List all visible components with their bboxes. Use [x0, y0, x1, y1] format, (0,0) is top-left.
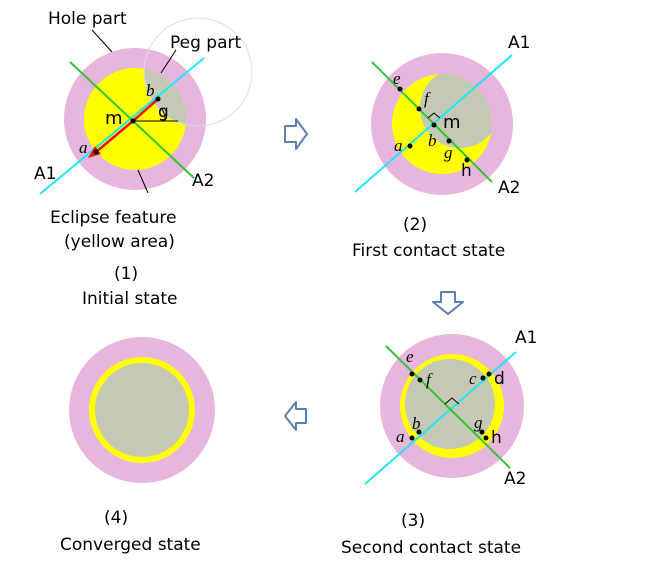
label-a2: A2	[498, 178, 520, 198]
point-a	[93, 149, 99, 155]
peg-part	[144, 68, 186, 126]
panel-first-contact: e f m a b g h A1 A2 (2) First contact st…	[352, 33, 530, 261]
peg-part-label: Peg part	[170, 33, 241, 53]
m-to-b-segment	[132, 98, 159, 122]
point-f	[416, 106, 422, 112]
peg-part	[95, 363, 189, 457]
right-angle-mark	[444, 397, 460, 405]
peg-outline	[143, 17, 253, 127]
label-m: m	[443, 112, 461, 133]
m-to-a-arrow	[95, 120, 134, 153]
label-a1: A1	[508, 33, 530, 53]
peg-part	[405, 359, 495, 449]
label-h: h	[491, 428, 502, 448]
label-b: b	[428, 131, 437, 150]
label-a1: A1	[34, 164, 56, 184]
label-g: g	[158, 102, 169, 122]
panel-initial-state: Hole part Peg part m b g a A1 A2 Eclipse…	[34, 9, 253, 309]
panel-converged-state: (4) Converged state	[60, 337, 215, 555]
label-a: a	[79, 138, 88, 157]
label-a2: A2	[192, 171, 214, 191]
eclipse-label-pointer	[137, 169, 149, 194]
yellow-area-label: (yellow area)	[64, 232, 175, 252]
point-f	[417, 377, 423, 383]
label-m: m	[105, 108, 123, 129]
panel-second-contact: e f c d a b g h A1 A2 (3) Second contact…	[341, 328, 537, 558]
hole-part-label: Hole part	[48, 9, 127, 29]
label-e: e	[393, 69, 401, 88]
point-c	[480, 375, 486, 381]
label-f: f	[424, 89, 431, 108]
label-c: c	[469, 369, 477, 388]
label-h: h	[461, 161, 472, 181]
point-e	[409, 371, 415, 377]
point-a	[407, 143, 413, 149]
label-e: e	[406, 347, 414, 366]
label-a2: A2	[504, 469, 526, 489]
point-h	[483, 435, 489, 441]
axis-a1-line	[39, 57, 205, 195]
label-g: g	[474, 413, 483, 432]
panel4-number: (4)	[104, 508, 128, 528]
point-e	[397, 86, 403, 92]
right-angle-mark	[427, 112, 441, 119]
point-h	[464, 157, 470, 163]
label-d: d	[494, 369, 505, 389]
point-d	[486, 371, 492, 377]
point-b	[155, 96, 161, 102]
panel3-number: (3)	[401, 511, 425, 531]
panel1-caption: Initial state	[82, 289, 178, 309]
point-g	[446, 138, 452, 144]
transition-arrow-left-icon	[284, 401, 307, 431]
point-m	[431, 122, 437, 128]
transition-arrow-down-icon	[432, 291, 464, 315]
panel1-number: (1)	[114, 264, 138, 284]
transition-arrow-right-icon	[284, 118, 308, 150]
label-a: a	[394, 136, 403, 155]
point-g	[479, 429, 485, 435]
label-b: b	[412, 414, 421, 433]
point-a	[409, 435, 415, 441]
axis-a2-line	[371, 61, 493, 183]
label-a: a	[396, 427, 405, 446]
label-b: b	[146, 81, 155, 100]
point-m	[130, 118, 136, 124]
hole-label-pointer	[91, 29, 113, 53]
label-a1: A1	[515, 328, 537, 348]
panel2-caption: First contact state	[352, 241, 505, 261]
label-f: f	[426, 370, 433, 389]
label-g: g	[444, 143, 453, 162]
panel4-caption: Converged state	[60, 535, 201, 555]
panel2-number: (2)	[403, 215, 427, 235]
point-b	[416, 429, 422, 435]
peg-label-pointer	[160, 49, 177, 74]
eclipse-feature-label: Eclipse feature	[50, 208, 176, 228]
panel3-caption: Second contact state	[341, 538, 521, 558]
angle-arc	[161, 108, 166, 122]
axis-a2-line	[385, 345, 511, 469]
